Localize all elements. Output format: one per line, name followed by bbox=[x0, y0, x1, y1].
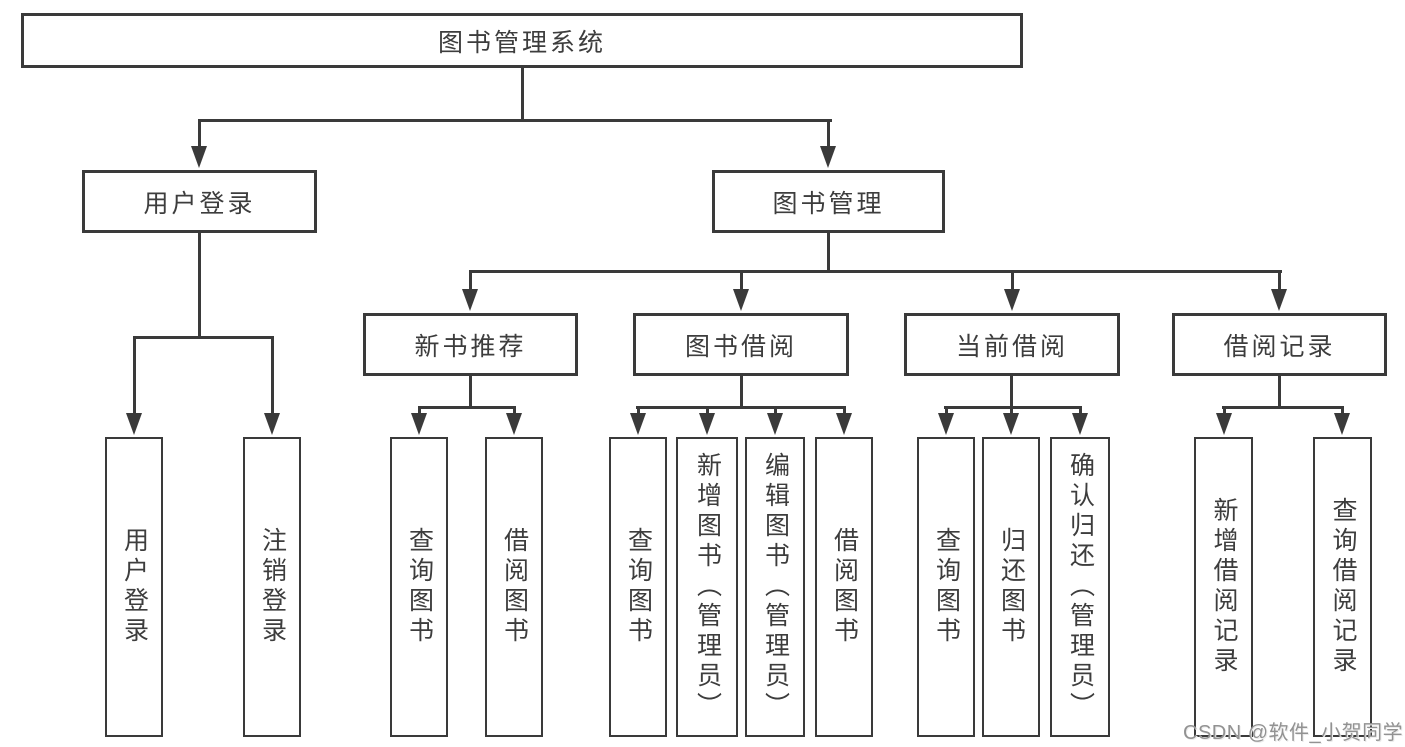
leaf-query-books-2: 查询图书 bbox=[609, 437, 667, 737]
connector-current-borrowing-stem bbox=[1010, 376, 1013, 409]
leaf-query-books-3-label: 查询图书 bbox=[932, 527, 961, 647]
leaf-borrow-books-1-label: 借阅图书 bbox=[500, 527, 529, 647]
connector-book-management-branch bbox=[469, 270, 1282, 273]
connector-new-book-recommend-stem bbox=[469, 376, 472, 409]
connector-book-borrowing-branch bbox=[636, 406, 846, 409]
arrowhead-user-login bbox=[191, 146, 207, 168]
leaf-query-books-1-label: 查询图书 bbox=[405, 527, 434, 647]
watermark: CSDN @软件_小贺同学 bbox=[1183, 722, 1404, 744]
leaf-borrow-books-2-label: 借阅图书 bbox=[830, 527, 859, 647]
connector-root-to-user-login bbox=[198, 119, 201, 150]
leaf-return-books-label: 归还图书 bbox=[997, 527, 1026, 647]
connector-to-leaf-user-login bbox=[133, 336, 136, 416]
arrowhead-book-borrowing bbox=[733, 289, 749, 311]
arrowhead-leaf-query-books-3 bbox=[938, 413, 954, 435]
leaf-logout-label: 注销登录 bbox=[258, 527, 287, 647]
arrowhead-leaf-add-books bbox=[699, 413, 715, 435]
connector-user-login-branch bbox=[133, 336, 274, 339]
connector-borrowing-records-branch bbox=[1222, 406, 1344, 409]
arrowhead-leaf-confirm-return bbox=[1072, 413, 1088, 435]
connector-to-leaf-add-borrow-record bbox=[1223, 406, 1226, 417]
leaf-add-borrow-record-label: 新增借阅记录 bbox=[1210, 497, 1238, 677]
leaf-query-borrow-record-label: 查询借阅记录 bbox=[1329, 497, 1357, 677]
node-current-borrowing: 当前借阅 bbox=[904, 313, 1120, 376]
leaf-query-books-3: 查询图书 bbox=[917, 437, 975, 737]
connector-to-leaf-logout bbox=[271, 336, 274, 416]
leaf-query-books-2-label: 查询图书 bbox=[624, 527, 653, 647]
arrowhead-book-management bbox=[820, 146, 836, 168]
connector-to-book-borrowing bbox=[740, 270, 743, 293]
connector-to-leaf-query-books-1 bbox=[418, 406, 421, 417]
arrowhead-borrowing-records bbox=[1271, 289, 1287, 311]
leaf-confirm-return-admin-label: 确认归还（管理员） bbox=[1066, 452, 1095, 722]
leaf-edit-books-admin-label: 编辑图书（管理员） bbox=[761, 452, 790, 722]
arrowhead-leaf-edit-books bbox=[767, 413, 783, 435]
connector-to-new-book-recommend bbox=[469, 270, 472, 293]
connector-borrowing-records-stem bbox=[1278, 376, 1281, 409]
connector-to-current-borrowing bbox=[1011, 270, 1014, 293]
leaf-edit-books-admin: 编辑图书（管理员） bbox=[745, 437, 805, 737]
leaf-query-books-1: 查询图书 bbox=[390, 437, 448, 737]
arrowhead-leaf-borrow-books-2 bbox=[836, 413, 852, 435]
connector-to-leaf-borrow-books-2 bbox=[843, 406, 846, 417]
arrowhead-leaf-borrow-books-1 bbox=[506, 413, 522, 435]
leaf-logout: 注销登录 bbox=[243, 437, 301, 737]
arrowhead-leaf-user-login bbox=[126, 413, 142, 435]
arrowhead-leaf-add-borrow-record bbox=[1216, 413, 1232, 435]
connector-to-leaf-query-borrow-record bbox=[1341, 406, 1344, 417]
leaf-user-login: 用户登录 bbox=[105, 437, 163, 737]
leaf-add-borrow-record: 新增借阅记录 bbox=[1194, 437, 1253, 737]
leaf-confirm-return-admin: 确认归还（管理员） bbox=[1050, 437, 1110, 737]
leaf-return-books: 归还图书 bbox=[982, 437, 1040, 737]
leaf-query-borrow-record: 查询借阅记录 bbox=[1313, 437, 1372, 737]
connector-new-book-recommend-branch bbox=[418, 406, 516, 409]
connector-current-borrowing-branch bbox=[944, 406, 1082, 409]
leaf-borrow-books-2: 借阅图书 bbox=[815, 437, 873, 737]
connector-book-management-stem bbox=[827, 233, 830, 273]
connector-to-leaf-add-books bbox=[706, 406, 709, 417]
node-library-management-system: 图书管理系统 bbox=[21, 13, 1023, 68]
connector-to-leaf-query-books-3 bbox=[945, 406, 948, 417]
connector-to-leaf-return-books bbox=[1010, 406, 1013, 417]
arrowhead-leaf-query-books-1 bbox=[411, 413, 427, 435]
leaf-add-books-admin: 新增图书（管理员） bbox=[676, 437, 738, 737]
node-book-borrowing: 图书借阅 bbox=[633, 313, 849, 376]
node-new-book-recommend: 新书推荐 bbox=[363, 313, 578, 376]
arrowhead-new-book-recommend bbox=[462, 289, 478, 311]
arrowhead-leaf-query-books-2 bbox=[630, 413, 646, 435]
connector-root-branch bbox=[198, 119, 832, 122]
arrowhead-leaf-logout bbox=[264, 413, 280, 435]
connector-book-borrowing-stem bbox=[740, 376, 743, 409]
node-user-login: 用户登录 bbox=[82, 170, 317, 233]
connector-root-to-book-management bbox=[827, 119, 830, 150]
arrowhead-current-borrowing bbox=[1004, 289, 1020, 311]
node-borrowing-records: 借阅记录 bbox=[1172, 313, 1387, 376]
leaf-borrow-books-1: 借阅图书 bbox=[485, 437, 543, 737]
connector-root-stem bbox=[521, 68, 524, 121]
arrowhead-leaf-return-books bbox=[1003, 413, 1019, 435]
connector-user-login-stem bbox=[198, 233, 201, 338]
connector-to-leaf-query-books-2 bbox=[637, 406, 640, 417]
leaf-add-books-admin-label: 新增图书（管理员） bbox=[693, 452, 722, 722]
leaf-user-login-label: 用户登录 bbox=[120, 527, 149, 647]
connector-to-leaf-confirm-return bbox=[1079, 406, 1082, 417]
arrowhead-leaf-query-borrow-record bbox=[1334, 413, 1350, 435]
connector-to-leaf-edit-books bbox=[774, 406, 777, 417]
connector-to-borrowing-records bbox=[1278, 270, 1281, 293]
node-book-management: 图书管理 bbox=[712, 170, 945, 233]
connector-to-leaf-borrow-books-1 bbox=[513, 406, 516, 417]
